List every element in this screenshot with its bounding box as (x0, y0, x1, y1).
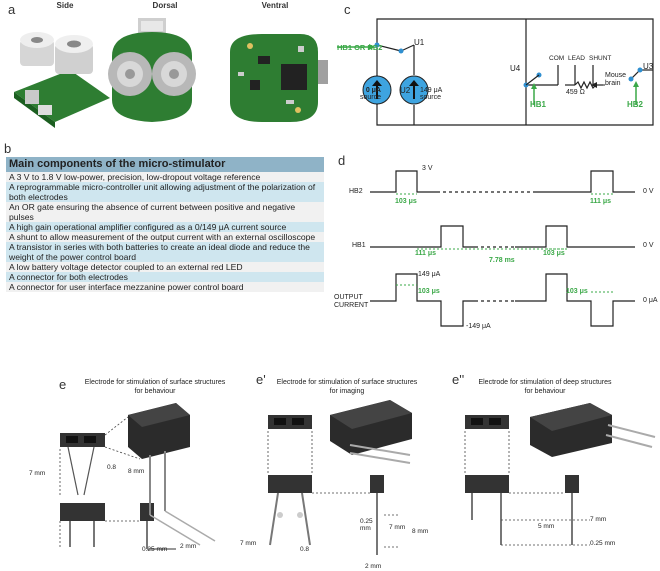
view-title-ventral: Ventral (261, 1, 289, 10)
timing-diagram (370, 170, 635, 327)
dim-e1-7mm-left: 7 mm (240, 540, 257, 547)
label-hb1-or-hb2: HB1 OR HB2 (337, 43, 383, 52)
label-com: COM (549, 55, 565, 62)
label-3v: 3 V (422, 165, 433, 172)
label-111us-b: 111 μs (415, 250, 437, 257)
title-e1: Electrode for stimulation of surface str… (276, 379, 418, 395)
label-neg149ua: -149 μA (466, 323, 491, 330)
label-103us-d: 103 μs (566, 288, 588, 295)
pcb-dorsal-view (108, 18, 196, 122)
label-u2: U2 (400, 86, 411, 95)
table-row: A connector for user interface mezzanine… (6, 282, 324, 292)
table-row: A high gain operational amplifier config… (6, 222, 324, 232)
panel-label-a: a (8, 2, 16, 17)
table-row: A reprogrammable micro-controller unit a… (6, 182, 324, 202)
label-0v-hb2: 0 V (643, 188, 654, 195)
label-hb2-row: HB2 (349, 188, 363, 195)
dim-e-025mm: 0.25 mm (142, 546, 168, 553)
view-title-side: Side (56, 1, 74, 10)
table-row: A connector for both electrodes (6, 272, 324, 282)
label-u3: U3 (643, 62, 654, 71)
label-0ua: 0 μA (643, 297, 658, 304)
table-row: A shunt to allow measurement of the outp… (6, 232, 324, 242)
label-778ms: 7.78 ms (489, 257, 515, 264)
electrode-e1 (268, 400, 412, 555)
dim-e1-2mm: 2 mm (365, 563, 382, 570)
electrode-drawings (59, 400, 656, 555)
pcb-side-view (14, 32, 110, 128)
pcb-photos (14, 18, 328, 128)
dim-e2-7mm: 7 mm (590, 516, 607, 523)
title-e: Electrode for stimulation of surface str… (84, 379, 226, 395)
panel-label-b: b (4, 141, 12, 156)
dim-e1-7mm: 7 mm (389, 524, 406, 531)
table-row: A low battery voltage detector coupled t… (6, 262, 324, 272)
dim-e-08: 0.8 (107, 464, 117, 471)
components-table: Main components of the micro-stimulator … (6, 157, 324, 292)
table-row: An OR gate ensuring the absence of curre… (6, 202, 324, 222)
pcb-ventral-view (230, 34, 328, 122)
panel-label-e1: e' (256, 372, 266, 387)
title-e2: Electrode for stimulation of deep struct… (478, 379, 612, 395)
label-lead: LEAD (568, 55, 585, 62)
dim-e1-08: 0.8 (300, 546, 310, 553)
electrode-e2 (465, 403, 656, 545)
dim-e-8mm: 8 mm (128, 468, 145, 475)
circuit-diagram (337, 18, 654, 126)
panel-label-c: c (344, 2, 351, 17)
label-hb2: HB2 (627, 100, 644, 109)
panel-label-d: d (338, 153, 346, 168)
label-hb1: HB1 (530, 100, 547, 109)
label-resistor: 459 Ω (566, 89, 585, 96)
label-149ua: 149 μA (418, 271, 441, 278)
label-u4: U4 (510, 64, 521, 73)
dim-e-2mm: 2 mm (180, 543, 197, 550)
label-103us-c: 103 μs (418, 288, 440, 295)
table-title: Main components of the micro-stimulator (6, 157, 324, 172)
dim-e2-025mm: 0.25 mm (590, 540, 616, 547)
label-103us-b: 103 μs (543, 250, 565, 257)
label-hb1-row: HB1 (352, 242, 366, 249)
dim-e2-5mm: 5 mm (538, 523, 555, 530)
electrode-e (60, 403, 216, 550)
label-shunt: SHUNT (589, 55, 612, 62)
label-103us-a: 103 μs (395, 198, 417, 205)
table-row: A transistor in series with both batteri… (6, 242, 324, 262)
panel-label-e2: e'' (452, 372, 465, 387)
table-row: A 3 V to 1.8 V low-power, precision, low… (6, 172, 324, 182)
view-title-dorsal: Dorsal (152, 1, 178, 10)
dim-e1-8mm: 8 mm (412, 528, 429, 535)
label-0v-hb1: 0 V (643, 242, 654, 249)
label-111us-a: 111 μs (590, 198, 612, 205)
dim-e-7mm: 7 mm (29, 470, 46, 477)
label-u1: U1 (414, 38, 425, 47)
panel-label-e: e (59, 377, 67, 392)
